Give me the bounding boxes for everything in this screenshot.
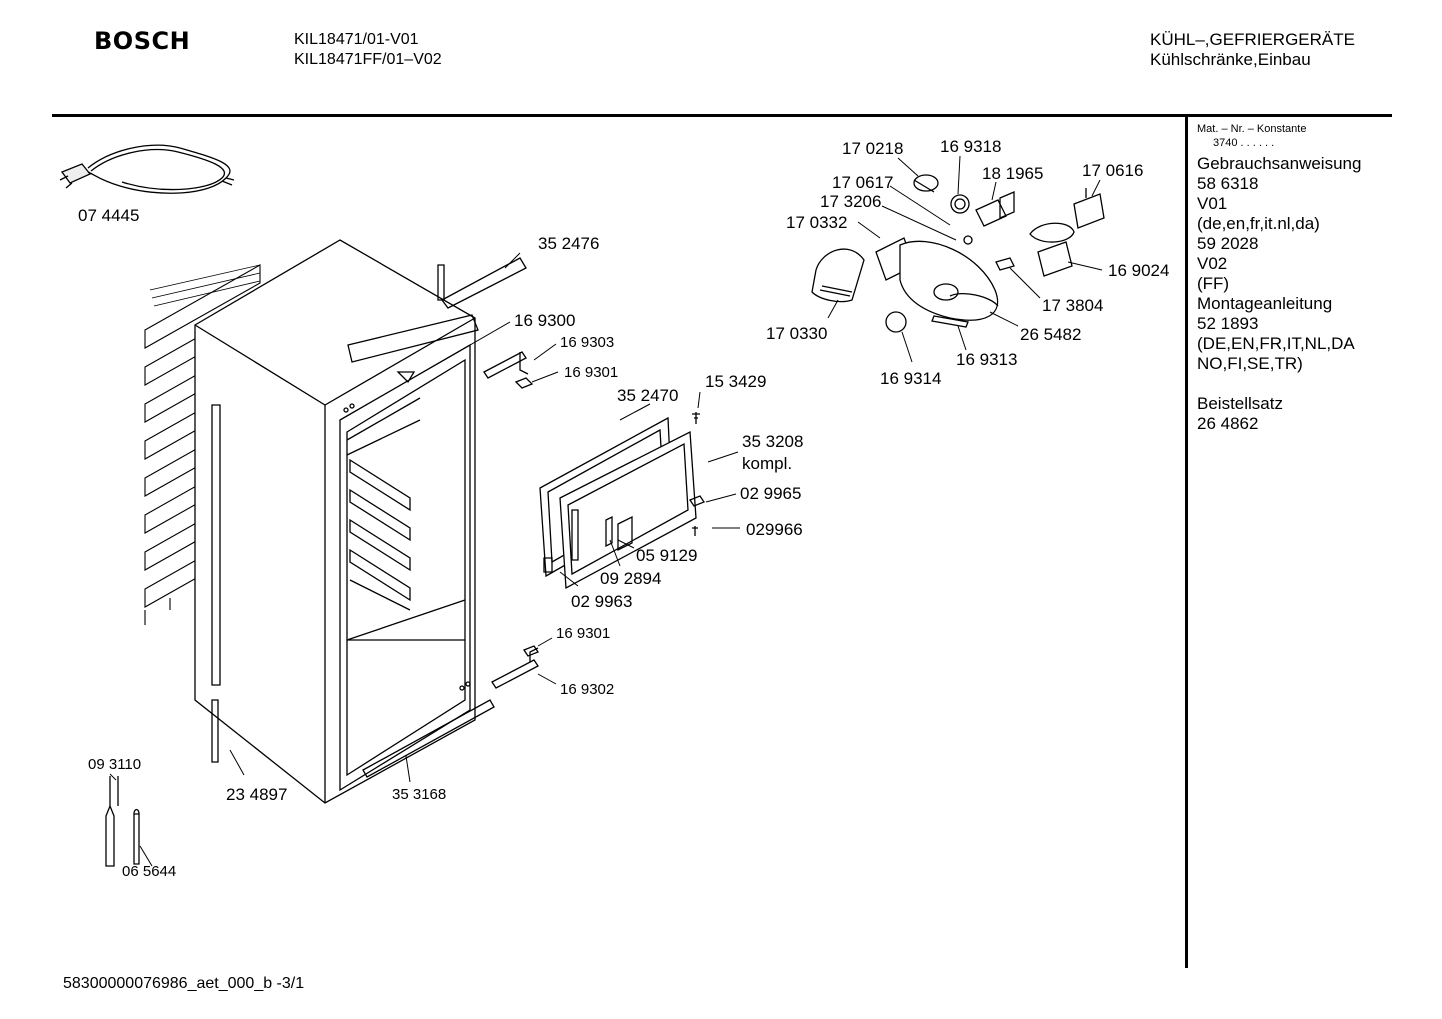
sidebar-line: 26 4862 bbox=[1197, 414, 1259, 433]
label-093110: 09 3110 bbox=[88, 756, 141, 773]
label-074445: 07 4445 bbox=[78, 206, 139, 225]
label-092894: 09 2894 bbox=[600, 569, 661, 588]
sidebar-line: Beistellsatz bbox=[1197, 394, 1283, 413]
sidebar-line: V01 bbox=[1197, 194, 1228, 213]
label-170330: 17 0330 bbox=[766, 324, 827, 343]
label-029965: 02 9965 bbox=[740, 484, 801, 503]
sidebar-divider bbox=[1185, 116, 1188, 968]
label-169313: 16 9313 bbox=[956, 350, 1017, 369]
label-169300: 16 9300 bbox=[514, 311, 575, 330]
part-labels: 07 4445 35 2476 16 9300 16 9303 16 9301 … bbox=[78, 137, 1169, 880]
label-169301-top: 16 9301 bbox=[564, 364, 618, 381]
label-169314: 16 9314 bbox=[880, 369, 941, 388]
brand-logo: BOSCH bbox=[94, 27, 191, 55]
sidebar-line: (de,en,fr,it.nl,da) bbox=[1197, 214, 1320, 233]
sidebar-line: Gebrauchsanweisung bbox=[1197, 154, 1362, 173]
sensor-drawing bbox=[105, 776, 140, 867]
sidebar-line: (DE,EN,FR,IT,NL,DA bbox=[1197, 334, 1355, 353]
clip-029963-drawing bbox=[543, 557, 553, 573]
label-181965: 18 1965 bbox=[982, 164, 1043, 183]
sidebar-line: V02 bbox=[1197, 254, 1228, 273]
hinge-top-drawing bbox=[483, 351, 534, 389]
label-353208: 35 3208 bbox=[742, 432, 803, 451]
sidebar-line: NO,FI,SE,TR) bbox=[1197, 354, 1303, 373]
sidebar-line: Montageanleitung bbox=[1197, 294, 1333, 313]
label-169301-bottom: 16 9301 bbox=[556, 625, 610, 642]
label-kompl: kompl. bbox=[742, 454, 792, 473]
bracket-029965-drawing bbox=[689, 495, 705, 507]
sidebar-line: 58 6318 bbox=[1197, 174, 1259, 193]
label-173804: 17 3804 bbox=[1042, 296, 1103, 315]
screw-029966-drawing bbox=[692, 526, 698, 536]
sidebar: Mat. – Nr. – Konstante 3740 . . . . . . … bbox=[1197, 122, 1387, 434]
sidebar-line: (FF) bbox=[1197, 274, 1230, 293]
label-169302: 16 9302 bbox=[560, 681, 614, 698]
label-352470: 35 2470 bbox=[617, 386, 678, 405]
base-cover-drawing bbox=[362, 699, 495, 778]
label-173206: 17 3206 bbox=[820, 192, 881, 211]
label-029963: 02 9963 bbox=[571, 592, 632, 611]
power-cord-drawing bbox=[59, 144, 235, 194]
screw-153429-drawing bbox=[692, 412, 700, 424]
konstante-value: 3740 . . . . . . bbox=[1213, 137, 1275, 149]
label-169318: 16 9318 bbox=[940, 137, 1001, 156]
sidebar-line: 52 1893 bbox=[1197, 314, 1259, 333]
label-059129: 05 9129 bbox=[636, 546, 697, 565]
label-234897: 23 4897 bbox=[226, 785, 287, 804]
category-title: KÜHL–,GEFRIERGERÄTE bbox=[1150, 30, 1355, 49]
lamp-housing-drawing bbox=[811, 174, 1105, 333]
label-170218: 17 0218 bbox=[842, 139, 903, 158]
door-seal-strip-drawing bbox=[211, 699, 219, 763]
label-029966: 029966 bbox=[746, 520, 803, 539]
label-065644: 06 5644 bbox=[122, 863, 176, 880]
label-169024: 16 9024 bbox=[1108, 261, 1169, 280]
label-153429: 15 3429 bbox=[705, 372, 766, 391]
label-170332: 17 0332 bbox=[786, 213, 847, 232]
hinge-bottom-drawing bbox=[491, 645, 539, 689]
header-divider bbox=[52, 114, 1392, 117]
label-265482: 26 5482 bbox=[1020, 325, 1081, 344]
cabinet-drawing bbox=[194, 239, 527, 804]
leader-lines bbox=[109, 155, 1103, 867]
label-169303: 16 9303 bbox=[560, 334, 614, 351]
mat-nr-header: Mat. – Nr. – Konstante bbox=[1197, 123, 1307, 135]
label-170617: 17 0617 bbox=[832, 173, 893, 192]
model-number-2: KIL18471FF/01–V02 bbox=[294, 51, 442, 68]
category-subtitle: Kühlschränke,Einbau bbox=[1150, 50, 1311, 69]
document-id: 58300000076986_aet_000_b -3/1 bbox=[63, 975, 305, 992]
label-170616: 17 0616 bbox=[1082, 161, 1143, 180]
label-352476: 35 2476 bbox=[538, 234, 599, 253]
label-353168: 35 3168 bbox=[392, 786, 446, 803]
freezer-door-drawing bbox=[539, 416, 697, 590]
model-number-1: KIL18471/01-V01 bbox=[294, 31, 419, 48]
sidebar-line: 59 2028 bbox=[1197, 234, 1259, 253]
